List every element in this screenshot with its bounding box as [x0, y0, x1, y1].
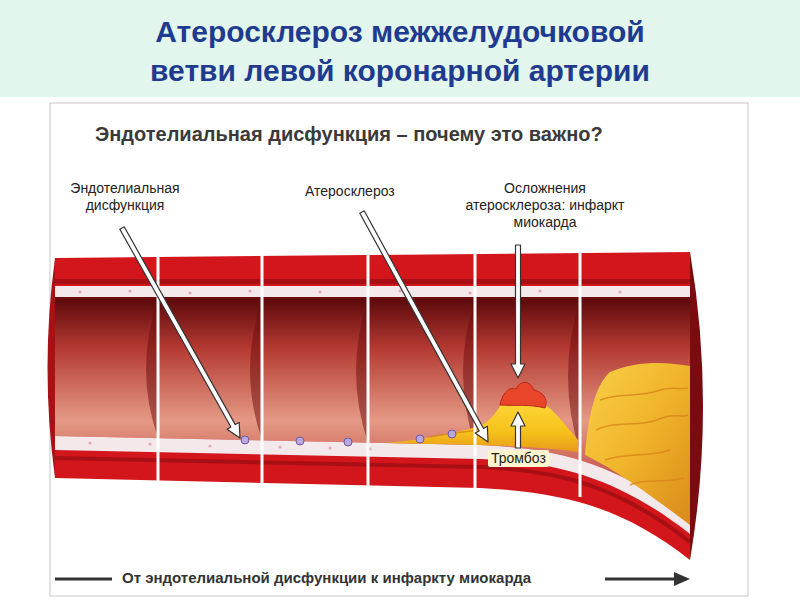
thrombus: [500, 382, 546, 408]
panel-frame: [50, 103, 748, 596]
progression-caption: От эндотелиальной дисфункции к инфаркту …: [122, 569, 531, 587]
figure-heading: Эндотелиальная дисфункция – почему это в…: [95, 122, 603, 146]
wall-stripe: [55, 458, 690, 542]
callout-label: Атеросклероз: [305, 183, 395, 200]
vessel-end-rim: [48, 258, 56, 478]
intima-line: [55, 297, 690, 300]
callout-label: Эндотелиальная дисфункция: [60, 180, 190, 214]
vessel-end-rim: [690, 252, 703, 560]
monocyte-dots: [241, 430, 456, 446]
title-band: [0, 0, 800, 97]
leader-arrow: [120, 211, 525, 448]
callout-label: Осложнения атеросклероза: инфаркт миокар…: [465, 180, 625, 231]
elastic-layer: [55, 286, 690, 298]
callout-label: Тромбоз: [488, 450, 549, 467]
vessel-wall: [55, 252, 690, 560]
slide-title: Атеросклероз межжелудочковой ветви левой…: [110, 12, 690, 90]
atherosclerotic-plaque: [585, 363, 690, 525]
